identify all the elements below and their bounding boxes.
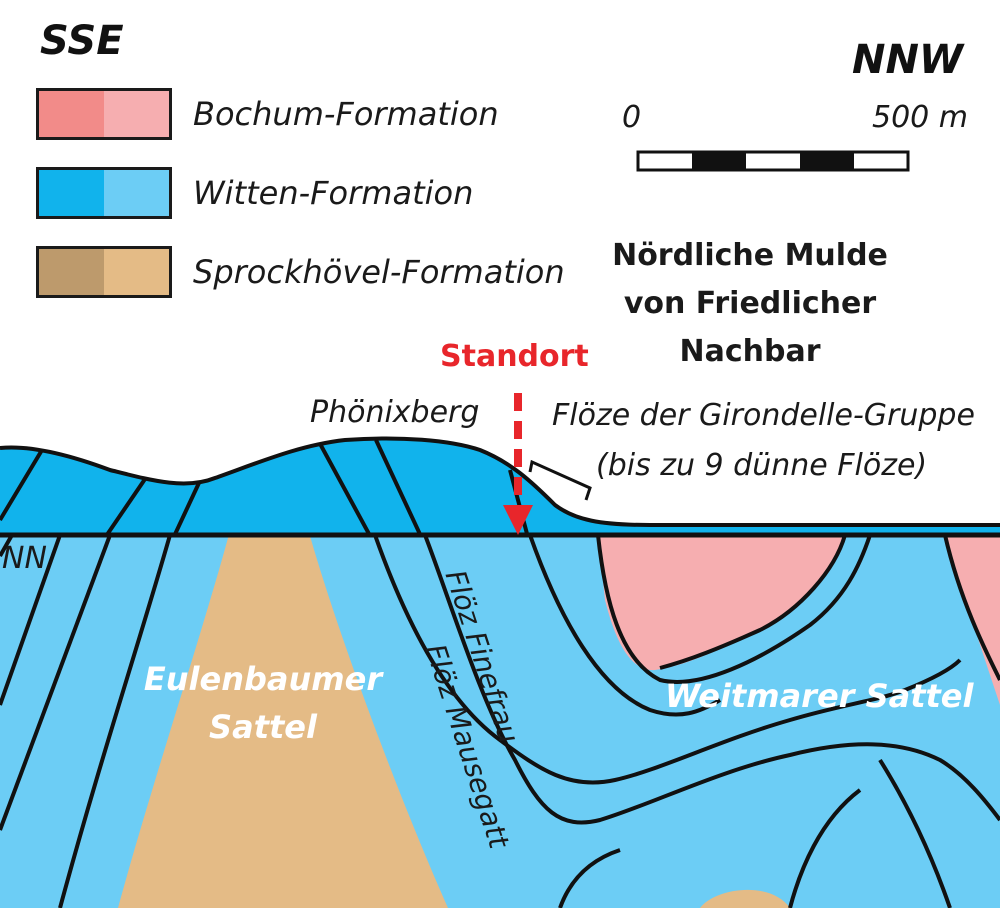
- legend-swatch-bochum: [36, 88, 172, 140]
- seam-3: [0, 535, 112, 831]
- witten-surface: [0, 438, 1000, 535]
- scale-bar: [636, 150, 910, 172]
- legend-swatch-sprockhoevel: [36, 246, 172, 298]
- orientation-left-label: SSE: [40, 18, 124, 64]
- anticline-left-label: Eulenbaumer Sattel: [128, 655, 398, 751]
- seam-6: [596, 535, 872, 684]
- basin-label: Nördliche Mulde von Friedlicher Nachbar: [590, 232, 910, 376]
- seam-group-note: (bis zu 9 dünne Flöze): [596, 448, 928, 483]
- anticline-left-line-2: Sattel: [209, 708, 317, 746]
- scale-start-label: 0: [622, 100, 642, 135]
- bochum-formation-area: [598, 535, 845, 671]
- legend-swatch-witten: [36, 167, 172, 219]
- standort-label: Standort: [440, 339, 589, 374]
- seam-8: [943, 535, 1000, 681]
- seam-7: [659, 535, 847, 670]
- seam-11: [558, 848, 621, 908]
- basin-label-line-2: von Friedlicher: [623, 286, 877, 321]
- seam-4: [58, 535, 172, 908]
- sprockhoevel-core-left: [118, 520, 448, 908]
- scale-end-label: 500 m: [872, 100, 969, 135]
- seam-finefrau: [373, 535, 962, 785]
- legend-label-witten: Witten-Formation: [193, 174, 474, 212]
- seam-2: [0, 535, 62, 706]
- anticline-left-line-1: Eulenbaumer: [143, 660, 383, 698]
- legend-label-sprockhoevel: Sprockhövel-Formation: [193, 253, 565, 291]
- hill-label: Phönixberg: [310, 395, 480, 430]
- seam-lines-below-nn: [0, 535, 1000, 908]
- legend-label-bochum: Bochum-Formation: [193, 95, 499, 133]
- seam-5: [528, 535, 722, 717]
- seam-10: [878, 758, 952, 908]
- basin-label-line-1: Nördliche Mulde: [612, 238, 888, 273]
- seam-9: [788, 788, 862, 908]
- anticline-right-label: Weitmarer Sattel: [665, 677, 974, 715]
- girondelle-bracket: [528, 459, 592, 501]
- topographic-surface: [0, 436, 1000, 527]
- basin-label-line-3: Nachbar: [679, 334, 821, 369]
- orientation-right-label: NNW: [852, 37, 964, 83]
- standort-marker: [503, 393, 533, 535]
- seam-1: [0, 535, 14, 557]
- seam-group-label: Flöze der Girondelle-Gruppe: [552, 398, 975, 433]
- sprockhoevel-core-right: [700, 889, 790, 908]
- seam-mausegatt: [423, 535, 1000, 825]
- sea-level-label: NN: [2, 541, 47, 576]
